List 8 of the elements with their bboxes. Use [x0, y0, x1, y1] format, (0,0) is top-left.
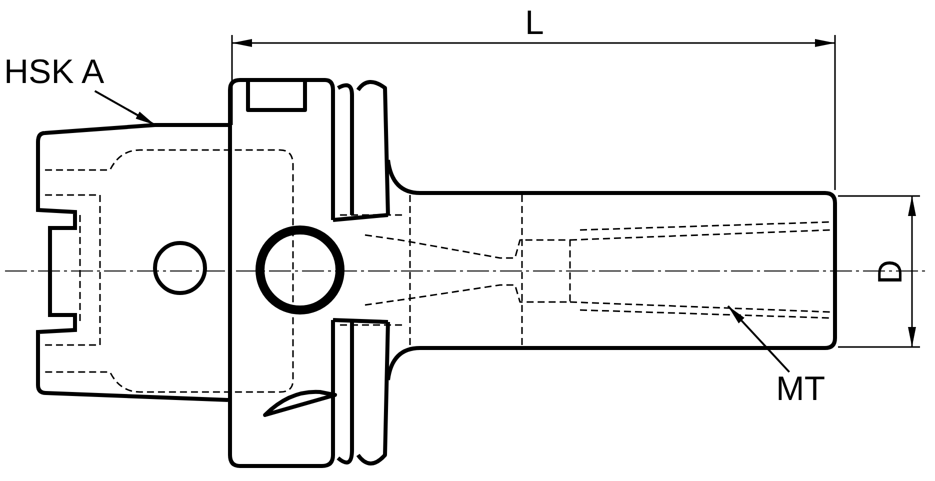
leader-line	[727, 305, 790, 373]
hsk-taper	[36, 123, 228, 402]
morse-taper-bore	[579, 221, 831, 319]
part-label: HSK A	[4, 55, 104, 89]
dimension-label: L	[525, 6, 544, 40]
dimension-label: D	[873, 260, 908, 284]
leader-line	[94, 90, 156, 126]
part-label: MT	[776, 372, 826, 406]
